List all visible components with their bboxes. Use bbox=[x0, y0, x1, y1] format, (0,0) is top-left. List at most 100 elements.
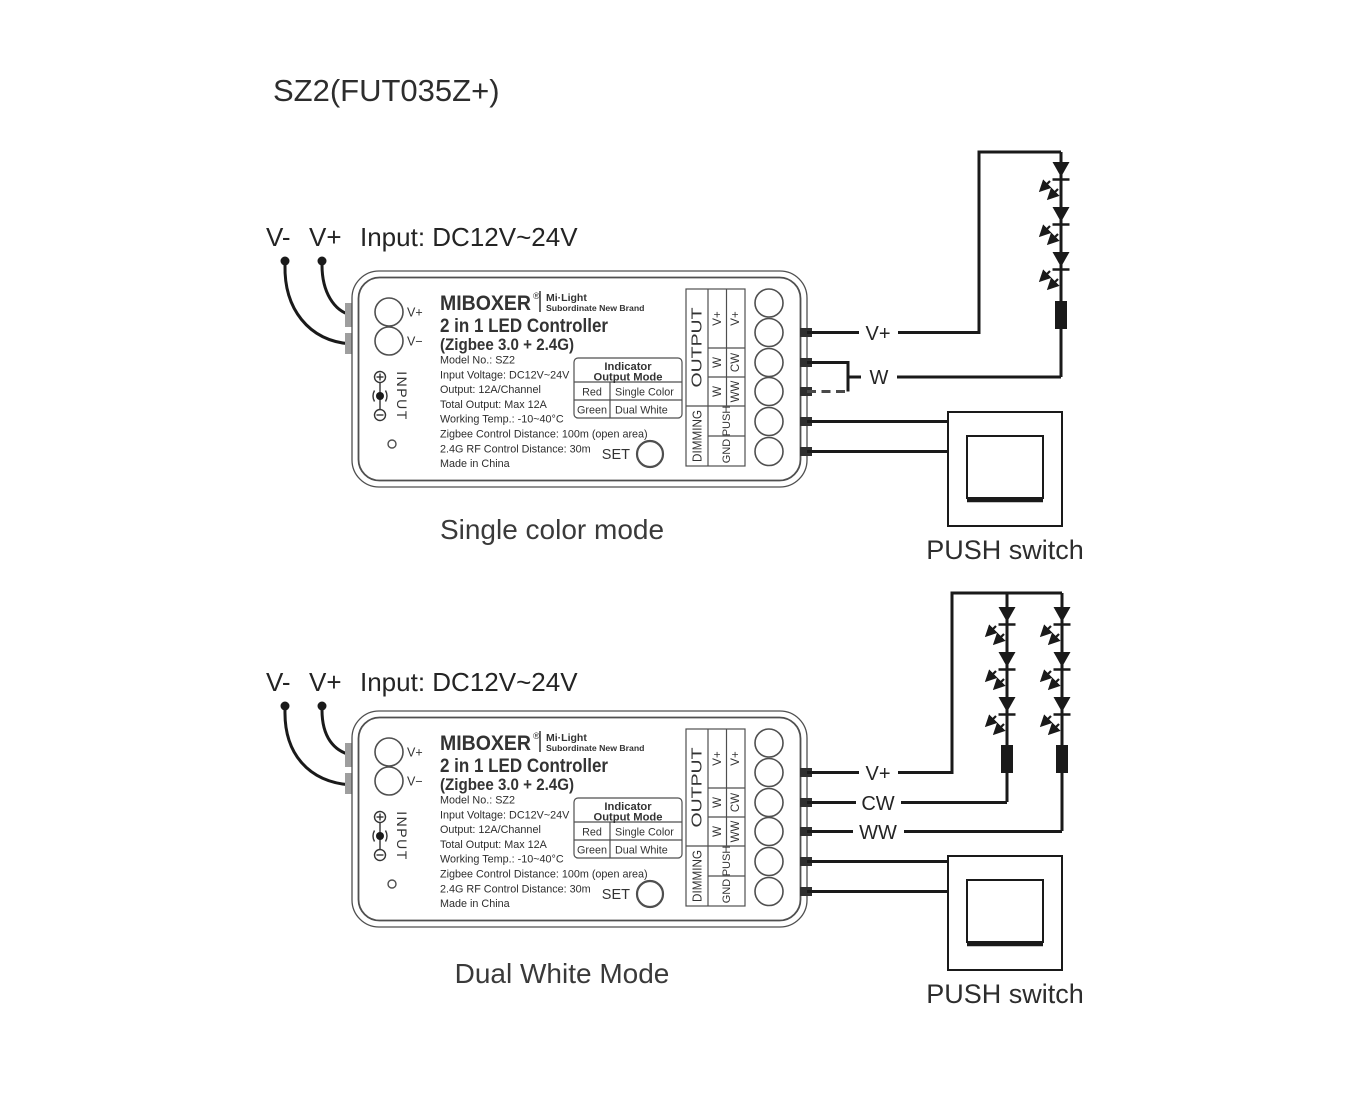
input-pos-label: V+ bbox=[309, 667, 342, 697]
led-controller: V+ V− INPUT MIBOXER ® Mi·Light Subordina… bbox=[351, 710, 808, 928]
indicator-green: Green bbox=[577, 405, 607, 417]
spec-line: 2.4G RF Control Distance: 30m bbox=[440, 883, 591, 895]
spec-block: Model No.: SZ2 Input Voltage: DC12V~24V … bbox=[440, 355, 648, 471]
registered-mark: ® bbox=[533, 731, 540, 741]
mode-dual-white: Dual White bbox=[615, 405, 668, 417]
input-terminal-slot bbox=[345, 333, 353, 354]
led-symbol bbox=[1039, 607, 1071, 646]
spec-line: Working Temp.: -10~40°C bbox=[440, 414, 564, 426]
mode-caption: Dual White Mode bbox=[455, 958, 670, 989]
product-subtitle: (Zigbee 3.0 + 2.4G) bbox=[440, 336, 574, 354]
terminal-label-w2: W bbox=[712, 826, 724, 837]
input-terminal-slot bbox=[345, 303, 353, 327]
dimming-section-label: DIMMING bbox=[690, 850, 705, 902]
indicator-header-2: Output Mode bbox=[594, 372, 663, 384]
indicator-table: Indicator Output Mode Red Single Color G… bbox=[573, 797, 683, 859]
resistor-symbol bbox=[1055, 301, 1067, 329]
terminal-label-w1: W bbox=[712, 797, 724, 808]
terminal-vplus-label: V+ bbox=[407, 306, 423, 320]
output-section-label: OUTPUT bbox=[689, 308, 706, 388]
terminal-label-vplus-b: V+ bbox=[730, 751, 742, 766]
indicator-header-2: Output Mode bbox=[594, 812, 663, 824]
terminal-label-cw: CW bbox=[730, 353, 742, 372]
spec-line: Input Voltage: DC12V~24V bbox=[440, 369, 570, 381]
mode-single-color: Single Color bbox=[615, 387, 674, 399]
terminal-table: OUTPUT DIMMING V+ V+ W CW W WW PUSH GND bbox=[685, 288, 746, 467]
led-chain-ww bbox=[1039, 607, 1071, 773]
spec-line: Made in China bbox=[440, 458, 510, 470]
sub-brand-name: Mi·Light bbox=[546, 292, 587, 304]
push-switch-label: PUSH switch bbox=[926, 979, 1084, 1009]
spec-line: Model No.: SZ2 bbox=[440, 795, 515, 807]
diagram-single-color: V- V+ Input: DC12V~24V V+ V− bbox=[266, 150, 1084, 565]
led-symbol bbox=[1039, 652, 1071, 691]
input-voltage-label: Input: DC12V~24V bbox=[360, 667, 578, 697]
brand-logo: MIBOXER bbox=[440, 731, 531, 755]
input-wires bbox=[280, 256, 353, 354]
screw-terminal-vminus bbox=[374, 326, 404, 356]
push-switch-label: PUSH switch bbox=[926, 535, 1084, 565]
terminal-label-ww: WW bbox=[730, 381, 742, 403]
spec-line: Zigbee Control Distance: 100m (open area… bbox=[440, 429, 648, 441]
terminal-table: OUTPUT DIMMING V+ V+ W CW W WW PUSH GND bbox=[685, 728, 746, 907]
led-symbol bbox=[1038, 252, 1070, 291]
led-chain-cw bbox=[984, 607, 1016, 773]
indicator-led-hole bbox=[387, 439, 397, 449]
resistor-symbol bbox=[1056, 745, 1068, 773]
mode-single-color: Single Color bbox=[615, 827, 674, 839]
input-neg-label: V- bbox=[266, 222, 291, 252]
wire-label-cw: CW bbox=[861, 793, 894, 815]
spec-line: Working Temp.: -10~40°C bbox=[440, 854, 564, 866]
output-screw-terminals bbox=[754, 288, 784, 467]
input-terminal-slot bbox=[345, 773, 353, 794]
spec-line: Zigbee Control Distance: 100m (open area… bbox=[440, 869, 648, 881]
terminal-label-gnd: GND bbox=[721, 879, 733, 904]
spec-line: Output: 12A/Channel bbox=[440, 384, 541, 396]
spec-line: Input Voltage: DC12V~24V bbox=[440, 809, 570, 821]
led-symbol bbox=[1039, 697, 1071, 736]
output-wire-slots bbox=[800, 768, 812, 896]
screw-terminal-vminus bbox=[374, 766, 404, 796]
terminal-label-w1: W bbox=[712, 357, 724, 368]
diagram-dual-white: V- V+ Input: DC12V~24V V+ V− bbox=[266, 591, 1084, 1009]
sub-brand-name: Mi·Light bbox=[546, 732, 587, 744]
screw-terminal-vplus bbox=[374, 297, 404, 327]
led-chain bbox=[1038, 162, 1070, 329]
set-button bbox=[635, 879, 665, 909]
terminal-label-gnd: GND bbox=[721, 439, 733, 464]
led-controller: V+ V− INPUT MIBOXER ® Mi·Light Subordin bbox=[351, 270, 808, 488]
terminal-vminus-label: V− bbox=[407, 775, 423, 789]
input-pos-label: V+ bbox=[309, 222, 342, 252]
terminal-label-vplus-a: V+ bbox=[712, 751, 724, 766]
terminal-label-ww: WW bbox=[730, 821, 742, 843]
terminal-vplus-label: V+ bbox=[407, 746, 423, 760]
product-name: 2 in 1 LED Controller bbox=[440, 315, 608, 337]
wire-label-ww: WW bbox=[859, 822, 897, 844]
sub-brand-tagline: Subordinate New Brand bbox=[546, 743, 644, 753]
input-terminal-slot bbox=[345, 743, 353, 767]
spec-line: Made in China bbox=[440, 898, 510, 910]
spec-line: 2.4G RF Control Distance: 30m bbox=[440, 443, 591, 455]
set-button-label: SET bbox=[602, 447, 630, 463]
mode-caption: Single color mode bbox=[440, 514, 664, 545]
led-symbol bbox=[984, 607, 1016, 646]
dimming-section-label: DIMMING bbox=[690, 410, 705, 462]
indicator-led-hole bbox=[387, 879, 397, 889]
resistor-symbol bbox=[1001, 745, 1013, 773]
dual-white-wiring: V+ CW WW bbox=[807, 591, 1064, 844]
led-symbol bbox=[1038, 162, 1070, 201]
terminal-label-w2: W bbox=[712, 386, 724, 397]
sub-brand-tagline: Subordinate New Brand bbox=[546, 303, 644, 313]
indicator-green: Green bbox=[577, 845, 607, 857]
indicator-table: Indicator Output Mode Red Single Color G… bbox=[573, 357, 683, 419]
spec-line: Total Output: Max 12A bbox=[440, 399, 548, 411]
set-button bbox=[635, 439, 665, 469]
led-symbol bbox=[984, 652, 1016, 691]
screw-terminal-vplus bbox=[374, 737, 404, 767]
registered-mark: ® bbox=[533, 291, 540, 301]
spec-line: Model No.: SZ2 bbox=[440, 355, 515, 367]
indicator-red: Red bbox=[582, 827, 602, 839]
input-neg-label: V- bbox=[266, 667, 291, 697]
